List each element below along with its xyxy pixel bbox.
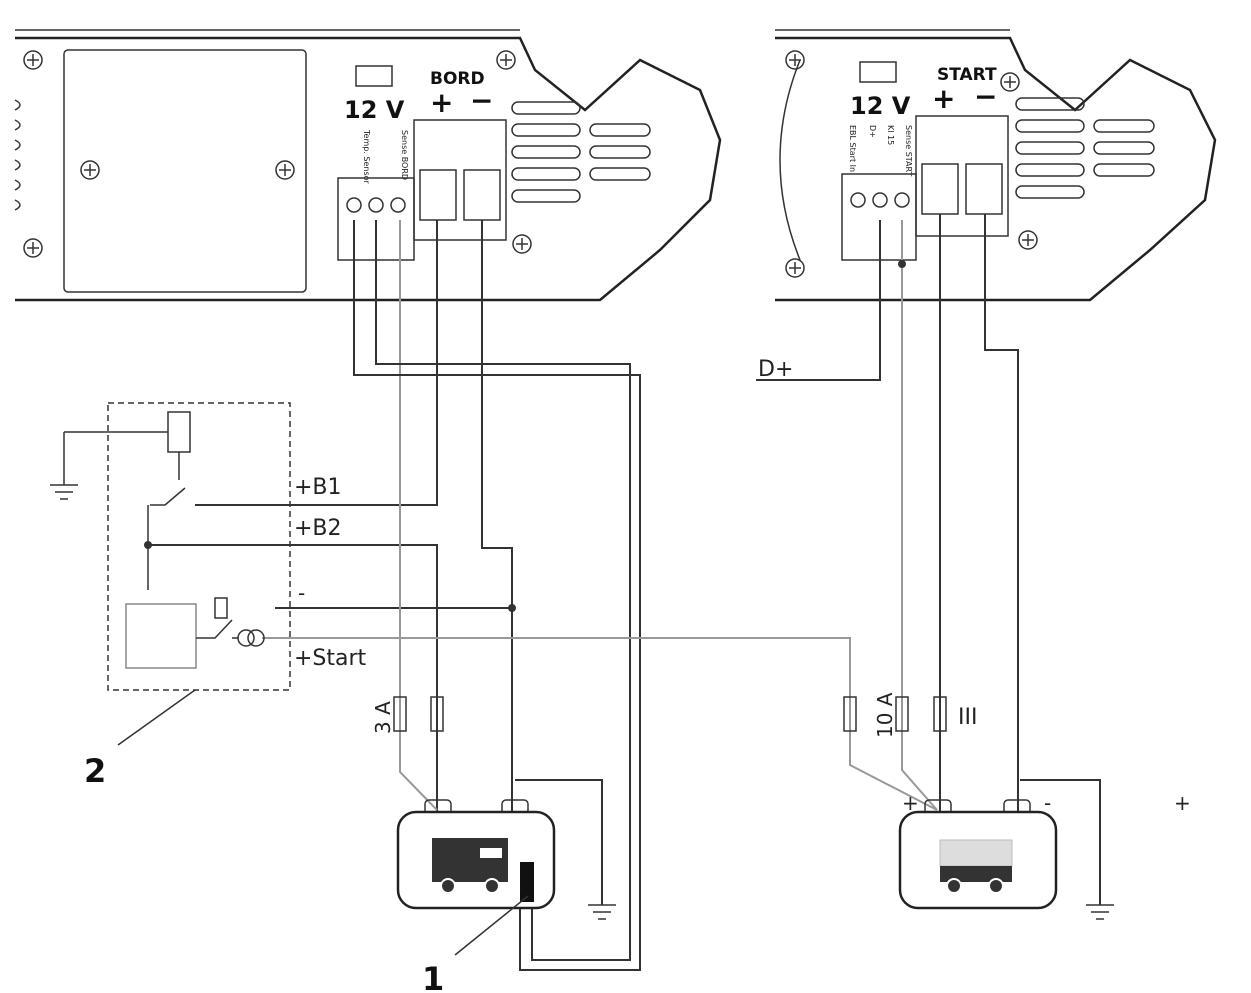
relay-coil-icon [167,411,191,453]
fuses [393,696,947,732]
callout-1: 1 [422,960,444,993]
fuse-icon [895,696,909,732]
start-unit: 12 V START + − EBL Start In D+ Kl 15 Sen… [775,29,1217,302]
start-battery-plus: + [902,791,919,815]
start-terminal-dplus: D+ [868,125,877,138]
switch-icon [147,487,186,590]
camper-icon [939,839,1013,894]
fuse-icon [430,696,444,732]
vent-slots-left [14,99,21,211]
bord-unit: 12 V BORD + − Sense BORD Temp. Sensor [14,29,722,302]
battery-symbol-icon [859,61,897,83]
battery-symbol-icon [355,65,393,87]
label-dplus: D+ [758,357,793,382]
bord-terminal-temp: Temp. Sensor [362,129,371,185]
fuse-icon [933,696,947,732]
starter-icon [237,629,255,647]
temp-sensor-icon [520,862,534,902]
fuse-3a-label: 3 A [371,701,395,734]
bord-terminal-sense: Sense BORD [400,130,409,180]
vent-slots-right [1015,97,1155,199]
bord-plus-label: + [430,86,453,119]
callout-2: 2 [84,752,106,790]
start-power-terminal-block [915,115,1009,237]
screw-icon [785,50,1038,278]
bord-minus-label: − [470,84,493,117]
fuse-icon [393,696,407,732]
fuse-iii-label: III [958,705,977,730]
start-voltage-label: 12 V [850,92,911,120]
screw-icon [23,50,532,258]
bord-power-terminal-block [413,119,507,241]
start-terminal-sense: Sense START [904,125,913,176]
start-title: START [937,65,997,85]
wires [144,214,1101,971]
relay-small-icon [214,597,228,619]
bord-title: BORD [430,69,485,89]
vehicle-relay-box [64,402,291,746]
vent-slots-right [511,101,651,203]
bord-voltage-label: 12 V [344,96,405,124]
label-b2: +B2 [294,516,342,541]
start-plus-label: + [932,82,955,115]
start-terminal-ebl: EBL Start In [848,125,857,172]
ground-icon [50,432,1114,920]
label-start: +Start [294,646,367,671]
label-minus: - [298,581,305,605]
start-terminal-kl15: Kl 15 [886,125,895,145]
start-minus-label: − [974,80,997,113]
start-battery [898,799,1058,910]
camper-icon [432,838,508,894]
far-plus-sign: + [1174,791,1191,815]
control-unit-icon [125,603,197,669]
label-b1: +B1 [294,475,342,500]
bord-battery [396,799,556,910]
fuse-10a-label: 10 A [873,692,897,738]
fuse-icon [843,696,857,732]
start-battery-minus: - [1044,791,1051,815]
